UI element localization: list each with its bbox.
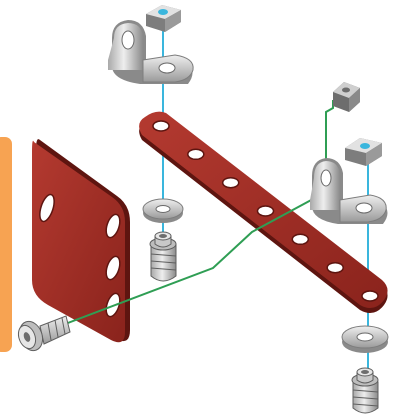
side-tab <box>0 137 12 352</box>
strip-hole <box>187 148 205 161</box>
strip-hole <box>326 261 344 274</box>
square-nut-right <box>345 138 382 166</box>
washer-mid <box>142 198 184 223</box>
screw-mid <box>149 231 177 282</box>
strip-hole <box>256 205 275 217</box>
angle-bracket-right <box>310 158 388 224</box>
square-nut-top <box>146 5 181 32</box>
strip-hole <box>221 176 240 189</box>
square-nut-floating <box>333 82 360 112</box>
strip-hole <box>291 233 310 246</box>
plate-slot <box>105 255 121 281</box>
screw-bottom <box>351 367 379 414</box>
washer-bottom <box>341 325 389 353</box>
angle-bracket-top <box>108 20 194 84</box>
plate-slot <box>105 213 121 239</box>
plate-slot <box>39 193 55 223</box>
screw-left <box>17 315 71 352</box>
flat-plate <box>32 139 130 343</box>
strip-hole <box>152 120 170 132</box>
strip-hole <box>361 290 379 302</box>
strip-holes <box>152 120 379 302</box>
